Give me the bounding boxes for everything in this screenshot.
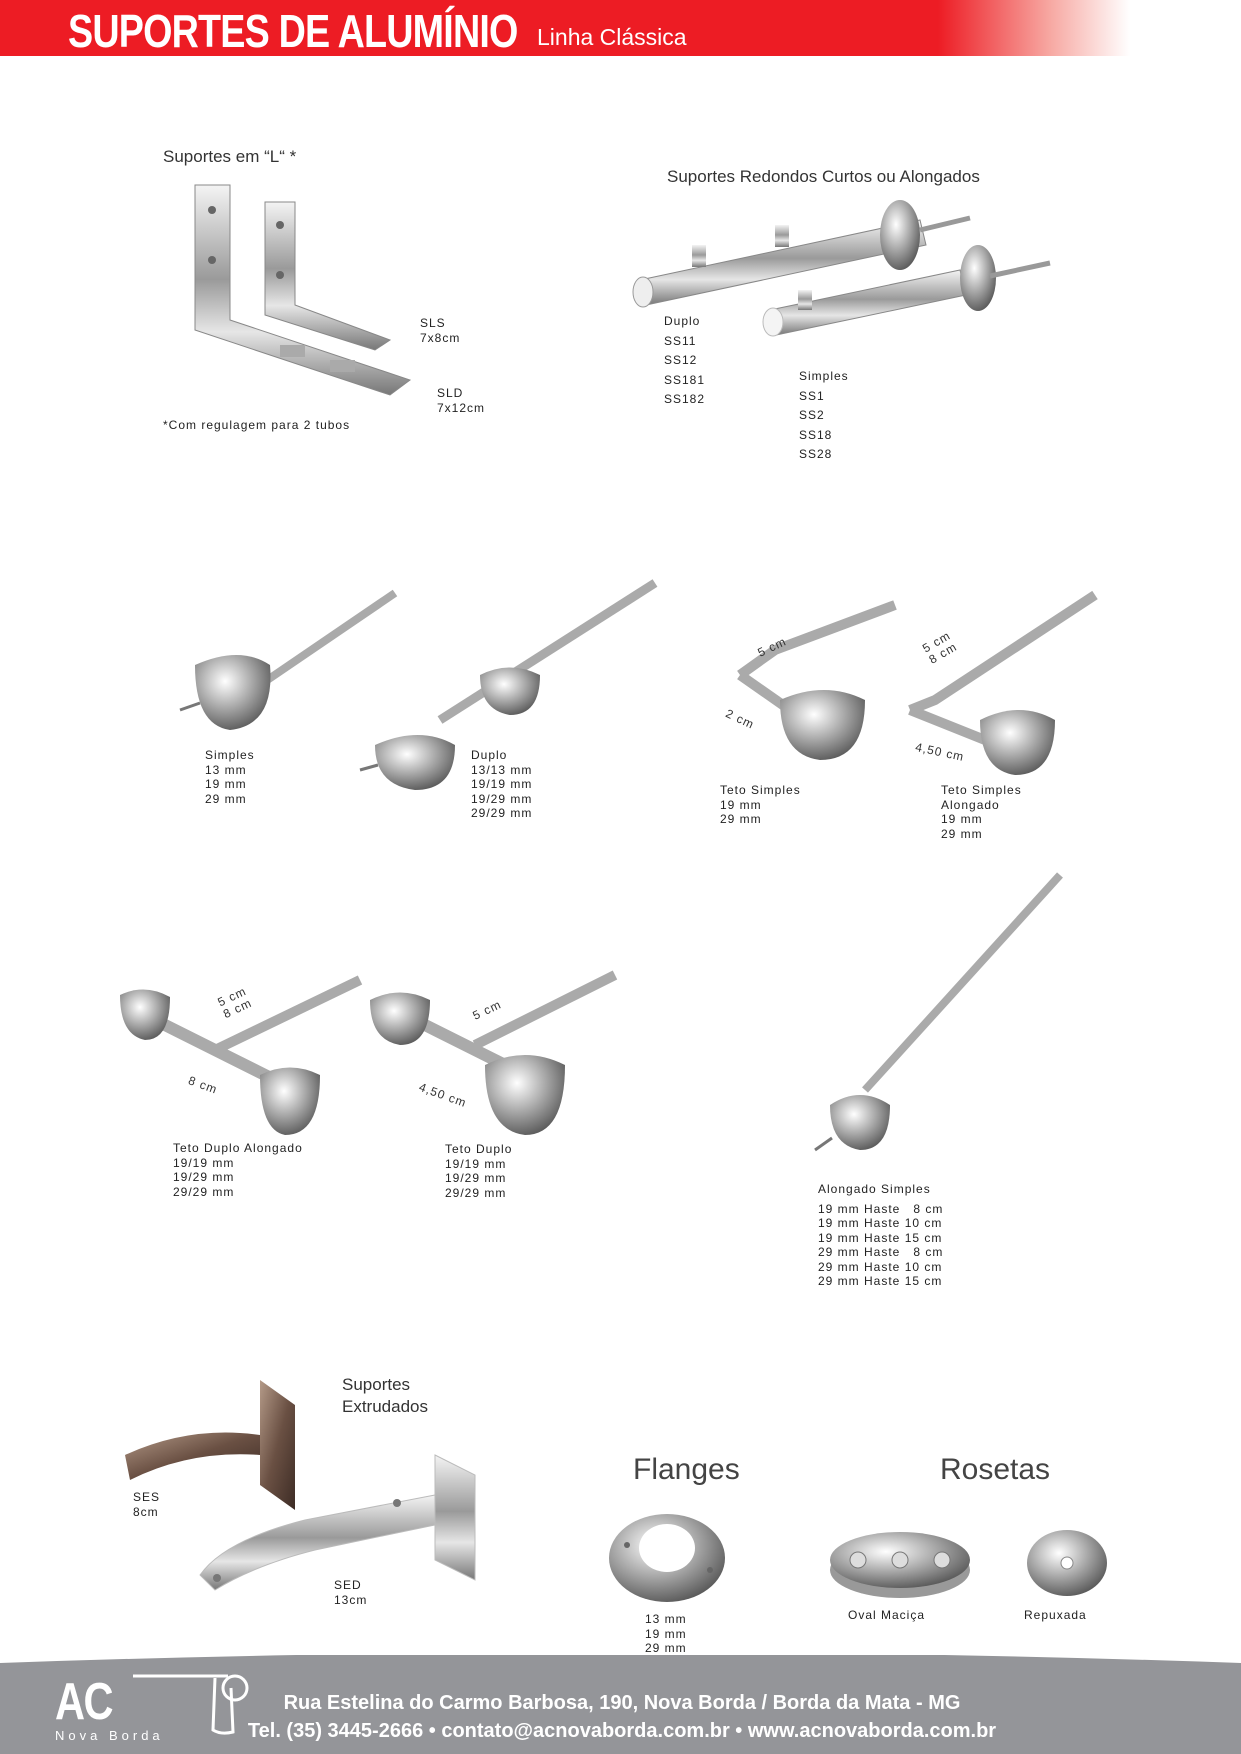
company-logo: AC Nova Borda xyxy=(55,1672,249,1743)
roseta-oval-label: Oval Maciça xyxy=(848,1608,926,1622)
roseta-repuxada-label: Repuxada xyxy=(1024,1608,1087,1622)
footer-address: Rua Estelina do Carmo Barbosa, 190, Nova… xyxy=(283,1692,961,1714)
alongado-simples-image xyxy=(814,872,1063,1152)
l-support-image xyxy=(194,184,412,396)
duplo-support-image xyxy=(359,579,658,790)
teto-simples-alongado-image xyxy=(908,590,1098,775)
footer-contact: Tel. (35) 3445-2666 • contato@acnovabord… xyxy=(247,1720,997,1742)
footer-band xyxy=(0,1655,1241,1754)
teto-simples-image xyxy=(737,600,897,760)
flanges-title: Flanges xyxy=(633,1453,740,1486)
l-supports-note: *Com regulagem para 2 tubos xyxy=(163,418,351,432)
round-support-image xyxy=(632,200,1051,337)
flange-image xyxy=(609,1514,725,1602)
l-supports-title: Suportes em “L“ * xyxy=(163,147,297,166)
page-title: SUPORTES DE ALUMÍNIO xyxy=(68,5,518,57)
teto-duplo-image xyxy=(370,970,618,1135)
rosetas-title: Rosetas xyxy=(940,1453,1051,1486)
header-bar xyxy=(0,0,1130,56)
page-subtitle: Linha Clássica xyxy=(537,24,687,50)
simples-support-image xyxy=(179,589,398,730)
round-supports-title: Suportes Redondos Curtos ou Alongados xyxy=(667,167,980,186)
ses-image xyxy=(125,1380,295,1510)
sed-image xyxy=(199,1454,476,1591)
teto-duplo-alongado-image xyxy=(120,975,363,1135)
roseta-oval-image xyxy=(830,1532,970,1598)
roseta-repuxada-image xyxy=(1027,1530,1107,1596)
